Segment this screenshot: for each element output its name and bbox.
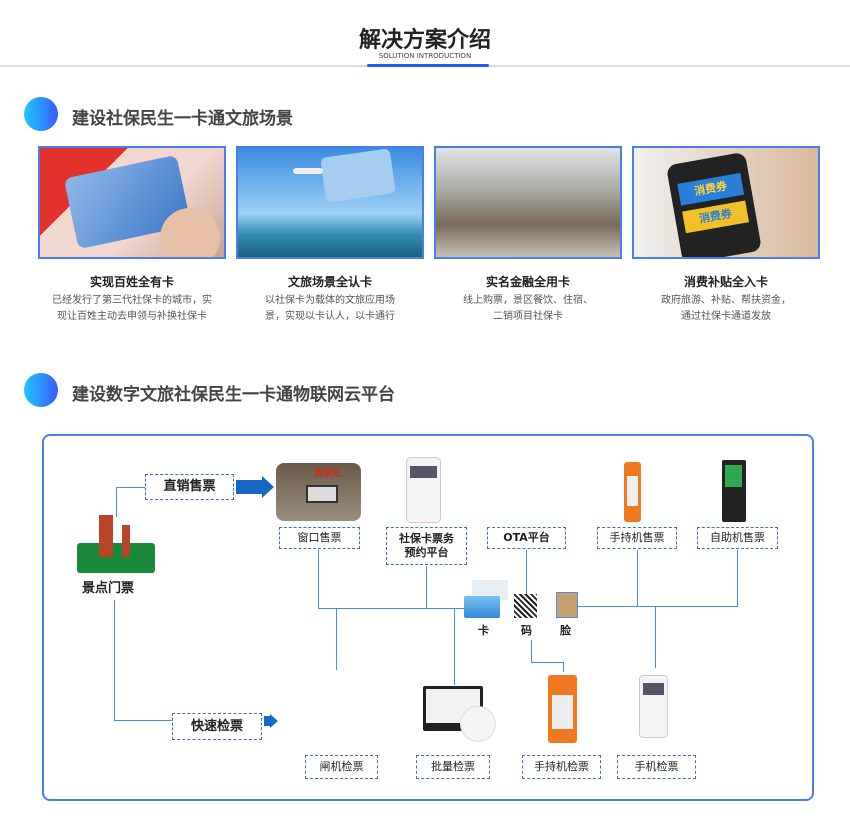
connector-line	[114, 720, 172, 721]
connector-line	[336, 608, 337, 670]
connector-line	[637, 550, 638, 606]
handheld-pos-image	[624, 462, 641, 522]
ticket-window-image: 售票处	[276, 463, 361, 521]
card-title: 文旅场景全认卡	[287, 275, 372, 289]
section1-title: 建设社保民生一卡通文旅场景	[72, 109, 293, 129]
kiosk-sales-label: 自助机售票	[697, 527, 778, 549]
qr-code-icon	[514, 594, 537, 618]
ota-label: OTA平台	[487, 527, 566, 549]
title-underline	[367, 64, 489, 67]
card-desc: 线上购票，景区餐饮、住宿、二销项目社保卡	[463, 295, 593, 322]
connector-line	[531, 640, 532, 662]
coupon-yellow: 消费券	[682, 200, 749, 234]
connector-line	[114, 600, 115, 720]
direct-sales-box: 直销售票	[145, 474, 234, 500]
code-label: 码	[521, 624, 532, 637]
section-bullet-icon	[24, 97, 58, 131]
card-title: 消费补贴全入卡	[683, 275, 768, 289]
connector-line	[116, 487, 145, 488]
connector-line	[531, 662, 563, 663]
scenic-ticket-icon	[77, 515, 155, 573]
fast-check-box: 快速检票	[172, 713, 262, 740]
face-label: 脸	[560, 624, 571, 637]
page-subtitle: SOLUTION INTRODUCTION	[378, 52, 472, 60]
connector-line	[426, 566, 427, 608]
handheld-check-label: 手持机检票	[522, 755, 601, 779]
phone-image	[406, 457, 441, 523]
social-card-booking-label: 社保卡票务预约平台	[386, 527, 467, 565]
connector-line	[737, 550, 738, 606]
card-title: 实名金融全用卡	[485, 275, 570, 289]
arrow-head-icon	[270, 714, 278, 728]
platform-diagram	[42, 434, 814, 801]
card-label: 卡	[478, 624, 489, 637]
scenic-ticket-label: 景点门票	[82, 581, 135, 596]
face-icon	[556, 592, 578, 618]
card-title: 实现百姓全有卡	[89, 275, 174, 289]
connector-line	[318, 550, 319, 608]
card-desc: 以社保卡为载体的文旅应用场景，实现以卡认人，以卡通行	[265, 295, 395, 322]
connector-line	[526, 550, 527, 594]
handheld-check-image	[548, 675, 577, 743]
arrow-right-icon	[236, 480, 264, 494]
card-desc: 已经发行了第三代社保卡的城市，实现让百姓主动去申领与补换社保卡	[52, 295, 212, 322]
window-sales-label: 窗口售票	[279, 527, 360, 549]
section2-title: 建设数字文旅社保民生一卡通物联网云平台	[72, 385, 395, 405]
card-image-mall	[434, 146, 622, 259]
arrow-head-icon	[262, 476, 274, 498]
connector-line	[454, 608, 455, 685]
phone-check-image	[639, 675, 668, 738]
coupon-blue: 消费券	[677, 172, 745, 206]
phone-check-label: 手机检票	[617, 755, 696, 779]
handheld-sales-label: 手持机售票	[597, 527, 677, 549]
social-card-icon	[464, 596, 500, 618]
card-image-social-security	[38, 146, 226, 259]
page-title: 解决方案介绍	[358, 28, 491, 53]
card-image-coupon: 消费券 消费券	[632, 146, 820, 259]
card-reader-image	[460, 706, 496, 742]
batch-check-label: 批量检票	[416, 755, 490, 779]
connector-line	[318, 608, 466, 609]
gate-check-label: 闸机检票	[305, 755, 378, 779]
connector-line	[116, 487, 117, 517]
section-bullet-icon	[24, 373, 58, 407]
connector-line	[563, 662, 564, 672]
kiosk-image	[722, 460, 746, 522]
card-image-tourism	[236, 146, 424, 259]
connector-line	[578, 606, 738, 607]
card-desc: 政府旅游、补贴、帮扶资金，通过社保卡通道发放	[661, 295, 791, 322]
connector-line	[655, 606, 656, 668]
card-back-icon	[472, 580, 508, 600]
